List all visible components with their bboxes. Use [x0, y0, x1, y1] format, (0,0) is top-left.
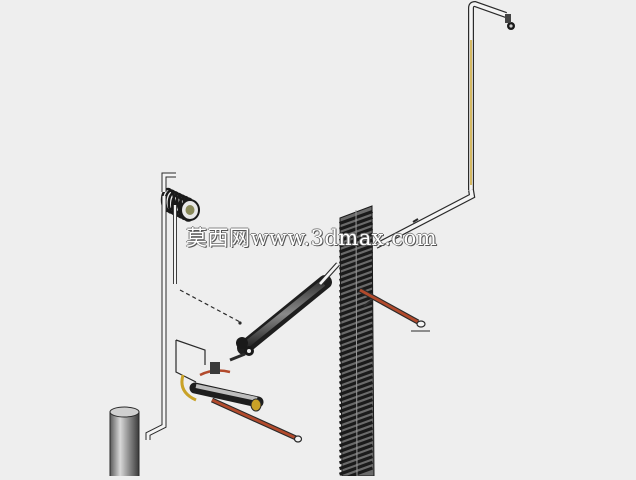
radiator-fin — [339, 403, 373, 419]
radiator-fin — [339, 438, 373, 453]
radiator-fin — [339, 443, 373, 459]
radiator-fin — [339, 352, 373, 368]
radiator-fin — [339, 409, 373, 425]
vertical-supply-pipe-with-elbow — [468, 0, 515, 190]
radiator-fin — [339, 420, 373, 436]
radiator-fin — [339, 449, 373, 465]
watermark-text: 莫西网www.3dmax.com — [186, 226, 438, 250]
side-branch-pipe — [358, 287, 430, 332]
radiator-column — [339, 205, 375, 480]
radiator-fin — [339, 426, 373, 442]
radiator-fin — [339, 460, 373, 476]
radiator-fin — [339, 455, 373, 471]
radiator-fin — [339, 392, 373, 408]
coiled-heat-exchanger — [160, 187, 200, 222]
radiator-fin — [339, 386, 373, 402]
valve-assembly — [175, 339, 303, 443]
radiator-fin — [339, 398, 373, 414]
radiator-fin — [339, 432, 373, 448]
radiator-fin — [339, 346, 373, 362]
main-insulated-cylinder — [236, 262, 340, 356]
radiator-fin — [339, 381, 373, 396]
radiator-fin — [339, 375, 373, 391]
radiator-fin — [339, 415, 373, 431]
radiator-fin — [339, 363, 373, 379]
radiator-fin — [339, 358, 373, 374]
radiator-fin — [339, 341, 373, 357]
diagonal-connector-pipe — [374, 189, 476, 249]
cylindrical-tank — [109, 406, 140, 479]
radiator-fin — [339, 369, 373, 385]
left-riser-pipe — [145, 172, 242, 440]
